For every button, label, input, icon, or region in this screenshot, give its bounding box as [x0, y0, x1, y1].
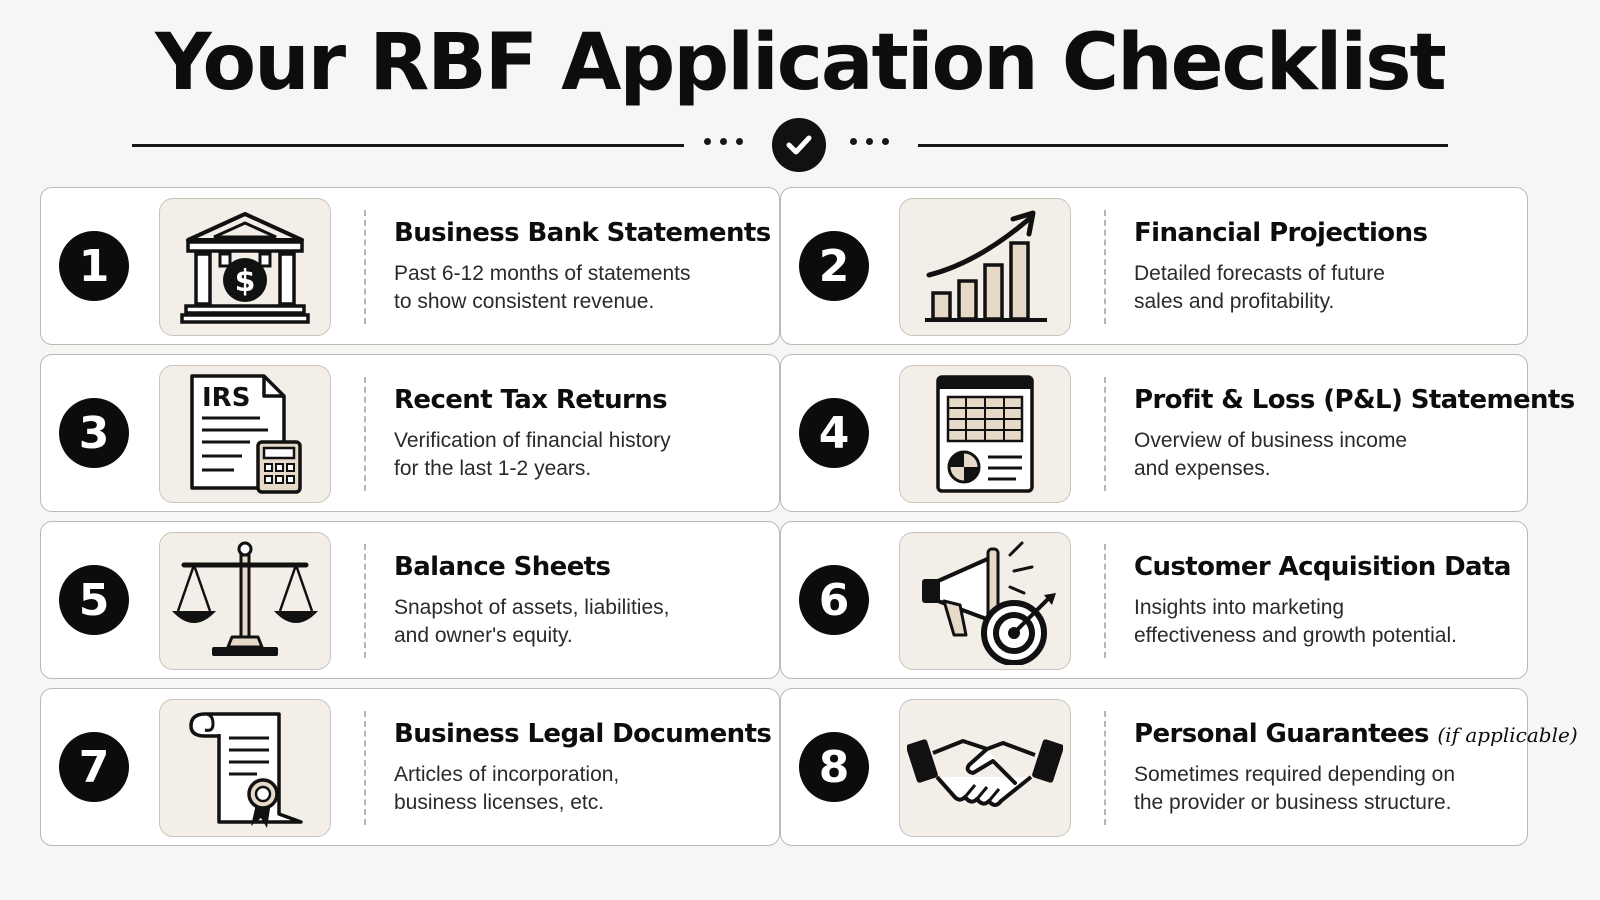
item-description: Insights into marketing effectiveness an…: [1134, 596, 1457, 647]
item-description: Sometimes required depending on the prov…: [1134, 763, 1456, 814]
growth-chart-icon: [899, 198, 1071, 336]
card-separator: [1104, 711, 1106, 825]
item-text: Personal Guarantees (if applicable) Some…: [1134, 719, 1578, 817]
card-separator: [364, 711, 366, 825]
item-description: Overview of business income and expenses…: [1134, 429, 1408, 480]
item-text: Profit & Loss (P&L) Statements Overview …: [1134, 385, 1575, 483]
card-separator: [1104, 377, 1106, 491]
item-title: Profit & Loss (P&L) Statements: [1134, 385, 1575, 415]
checklist-item-legal-documents: 7 Business Legal Documents: [40, 688, 780, 846]
card-separator: [364, 544, 366, 658]
item-description: Detailed forecasts of future sales and p…: [1134, 262, 1385, 313]
card-separator: [1104, 210, 1106, 324]
card-separator: [364, 377, 366, 491]
megaphone-target-icon: [899, 532, 1071, 670]
item-title: Personal Guarantees (if applicable): [1134, 719, 1578, 749]
item-description: Snapshot of assets, liabilities, and own…: [394, 596, 670, 647]
checklist-item-balance-sheets: 5 Balance Sheets: [40, 521, 780, 679]
svg-text:IRS: IRS: [202, 383, 250, 413]
divider-line-right: [918, 144, 1448, 147]
item-number: 7: [59, 732, 129, 802]
checklist-item-financial-projections: 2 Financial Projections Detailed forecas…: [780, 187, 1528, 345]
card-separator: [1104, 544, 1106, 658]
item-number: 1: [59, 231, 129, 301]
card-separator: [364, 210, 366, 324]
item-number: 4: [799, 398, 869, 468]
item-number: 8: [799, 732, 869, 802]
item-title: Customer Acquisition Data: [1134, 552, 1511, 582]
item-title: Business Legal Documents: [394, 719, 772, 749]
balance-scale-icon: [159, 532, 331, 670]
item-title: Financial Projections: [1134, 218, 1428, 248]
item-number: 6: [799, 565, 869, 635]
checklist-item-bank-statements: 1 $ Business Bank Statemen: [40, 187, 780, 345]
item-text: Recent Tax Returns Verification of finan…: [394, 385, 769, 483]
item-title: Business Bank Statements: [394, 218, 771, 248]
checklist-item-profit-loss: 4: [780, 354, 1575, 512]
item-number: 3: [59, 398, 129, 468]
item-text: Financial Projections Detailed forecasts…: [1134, 218, 1509, 316]
handshake-icon: [899, 699, 1071, 837]
item-title: Balance Sheets: [394, 552, 611, 582]
title-divider: [0, 118, 1600, 172]
checklist-item-tax-returns: 3 IRS: [40, 354, 780, 512]
checklist-item-customer-acquisition: 6 Customer Acq: [780, 521, 1528, 679]
svg-text:$: $: [235, 264, 256, 299]
item-title-note: (if applicable): [1437, 723, 1578, 747]
item-number: 2: [799, 231, 869, 301]
checkmark-icon: [772, 118, 826, 172]
item-number: 5: [59, 565, 129, 635]
bank-dollar-icon: $: [159, 198, 331, 336]
tax-document-calculator-icon: IRS: [159, 365, 331, 503]
divider-dots-right: [850, 138, 889, 145]
item-description: Verification of financial history for th…: [394, 429, 671, 480]
item-description: Past 6-12 months of statements to show c…: [394, 262, 691, 313]
certificate-scroll-icon: [159, 699, 331, 837]
page-title: Your RBF Application Checklist: [155, 18, 1447, 108]
item-text: Business Legal Documents Articles of inc…: [394, 719, 772, 817]
divider-dots-left: [704, 138, 743, 145]
checklist-item-personal-guarantees: 8 Personal Guarantees (if applicable) S: [780, 688, 1578, 846]
item-text: Balance Sheets Snapshot of assets, liabi…: [394, 552, 769, 650]
item-title: Recent Tax Returns: [394, 385, 668, 415]
item-description: Articles of incorporation, business lice…: [394, 763, 620, 814]
item-text: Customer Acquisition Data Insights into …: [1134, 552, 1511, 650]
spreadsheet-report-icon: [899, 365, 1071, 503]
item-text: Business Bank Statements Past 6-12 month…: [394, 218, 771, 316]
divider-line-left: [132, 144, 684, 147]
